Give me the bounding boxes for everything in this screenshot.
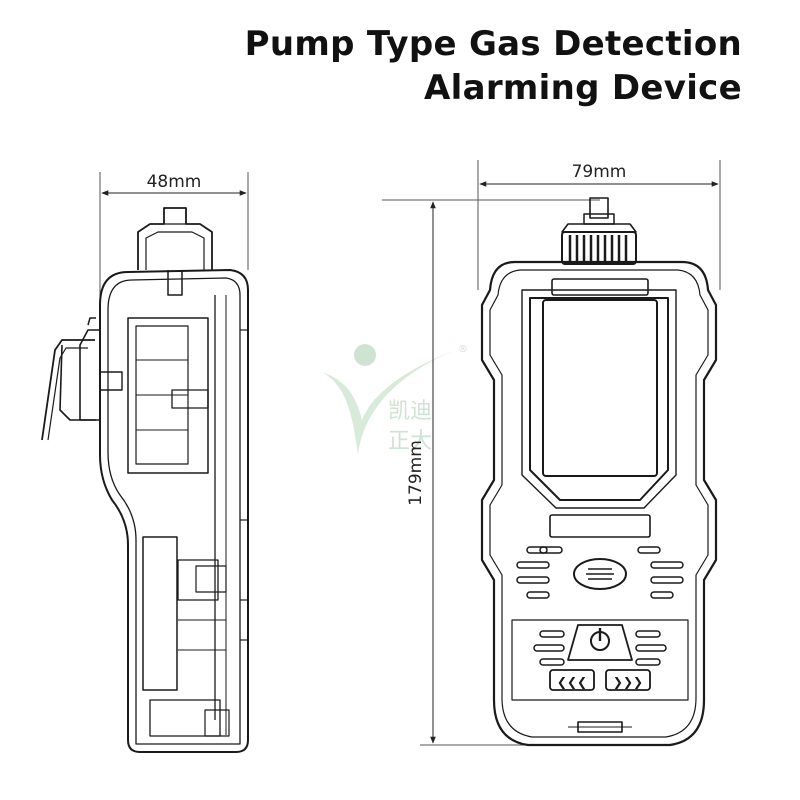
title-line-2: Alarming Device (424, 68, 742, 108)
front-view (480, 197, 718, 747)
height-label: 179mm (406, 440, 426, 506)
side-width-dimension: 48mm (99, 172, 249, 300)
right-arrow-button-glyph: ❯❯❯ (613, 675, 643, 689)
watermark-registered: ® (458, 344, 468, 355)
watermark-text-2: 正大 (388, 429, 432, 454)
watermark-text-1: 凯迪 (388, 399, 432, 424)
front-width-dimension: 79mm (477, 160, 721, 290)
height-dimension: 179mm (382, 199, 600, 746)
front-width-label: 79mm (572, 162, 627, 182)
left-arrow-button-glyph: ❮❮❮ (557, 675, 587, 689)
side-view (41, 207, 249, 753)
title-line-1: Pump Type Gas Detection (244, 24, 742, 64)
watermark-logo: 凯迪 正大 ® (322, 344, 468, 455)
left-speaker-slots (516, 546, 563, 599)
side-width-label: 48mm (147, 172, 202, 192)
right-speaker-slots (637, 546, 684, 599)
diagram-title: Pump Type Gas Detection Alarming Device (245, 22, 742, 110)
knurled-cap-ridges (568, 235, 628, 261)
